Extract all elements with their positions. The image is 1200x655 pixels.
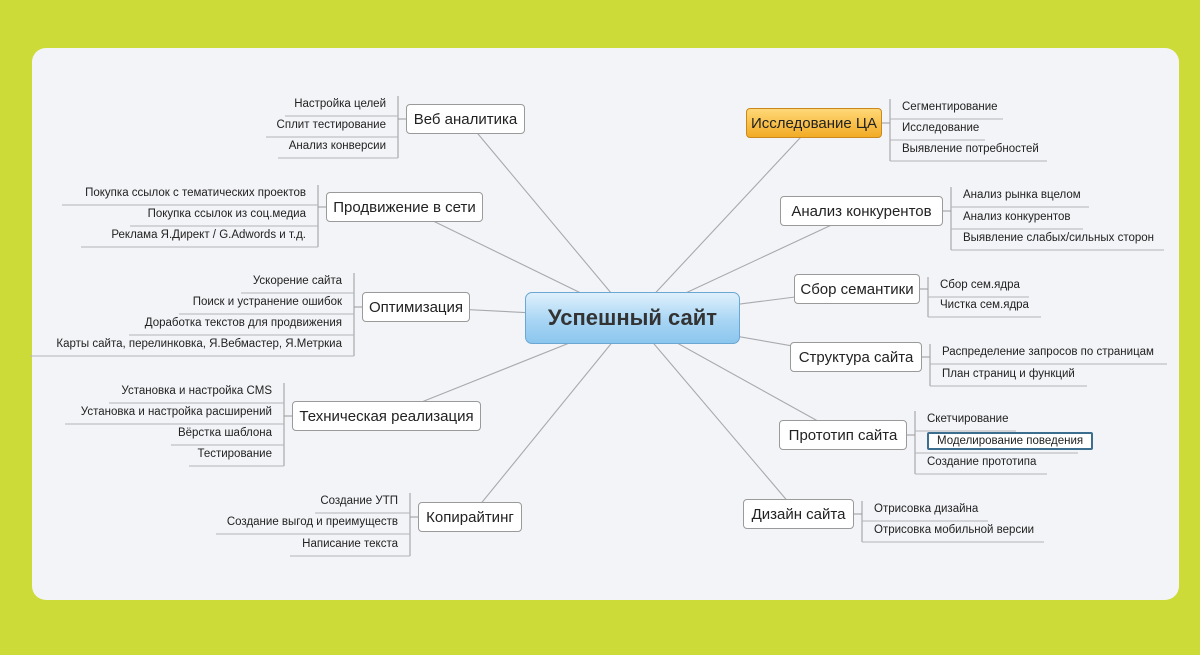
topic-tech[interactable]: Техническая реализация: [292, 401, 481, 431]
topic-opt[interactable]: Оптимизация: [362, 292, 470, 322]
subtopic-copy-1[interactable]: Создание УТП: [320, 495, 398, 507]
edge-research: [631, 122, 815, 319]
edge-copy: [469, 317, 633, 518]
subtopic-copy-2[interactable]: Создание выгод и преимуществ: [226, 516, 398, 528]
subtopic-comp-3[interactable]: Выявление слабых/сильных сторон: [963, 232, 1154, 244]
subtopic-comp-2[interactable]: Анализ конкурентов: [963, 211, 1071, 223]
subtopic-tech-1[interactable]: Установка и настройка CMS: [121, 385, 272, 397]
topic-comp[interactable]: Анализ конкурентов: [780, 196, 943, 226]
subtopic-proto-3[interactable]: Создание прототипа: [927, 456, 1037, 468]
central-topic[interactable]: Успешный сайт: [525, 292, 740, 344]
subtopic-proto-1[interactable]: Скетчирование: [927, 413, 1009, 425]
subtopic-opt-1[interactable]: Ускорение сайта: [252, 275, 342, 287]
topic-research[interactable]: Исследование ЦА: [746, 108, 882, 138]
topic-web[interactable]: Веб аналитика: [406, 104, 525, 134]
subtopic-research-3[interactable]: Выявление потребностей: [902, 143, 1039, 155]
subtopic-promo-1[interactable]: Покупка ссылок с тематических проектов: [85, 187, 306, 199]
subtopic-web-3[interactable]: Анализ конверсии: [288, 140, 386, 152]
topic-copy[interactable]: Копирайтинг: [418, 502, 522, 532]
subtopic-comp-1[interactable]: Анализ рынка вцелом: [963, 189, 1081, 201]
edge-web: [465, 118, 633, 319]
subtopic-tech-3[interactable]: Вёрстка шаблона: [177, 427, 272, 439]
topic-promo[interactable]: Продвижение в сети: [326, 192, 483, 222]
subtopic-struct-2[interactable]: План страниц и функций: [942, 368, 1075, 380]
edge-design: [631, 317, 799, 515]
subtopic-promo-3[interactable]: Реклама Я.Директ / G.Adwords и т.д.: [111, 229, 306, 241]
topic-sem[interactable]: Сбор семантики: [794, 274, 920, 304]
subtopic-opt-3[interactable]: Доработка текстов для продвижения: [144, 317, 342, 329]
subtopic-tech-2[interactable]: Установка и настройка расширений: [80, 406, 272, 418]
topic-proto[interactable]: Прототип сайта: [779, 420, 907, 450]
subtopic-research-1[interactable]: Сегментирование: [902, 101, 998, 113]
topic-design[interactable]: Дизайн сайта: [743, 499, 854, 529]
subtopic-design-2[interactable]: Отрисовка мобильной версии: [874, 524, 1035, 536]
subtopic-web-2[interactable]: Сплит тестирование: [276, 119, 386, 131]
subtopic-sem-1[interactable]: Сбор сем.ядра: [940, 279, 1020, 291]
subtopic-struct-1[interactable]: Распределение запросов по страницам: [942, 346, 1154, 358]
subtopic-research-2[interactable]: Исследование: [902, 122, 980, 134]
subtopic-promo-2[interactable]: Покупка ссылок из соц.медиа: [147, 208, 306, 220]
subtopic-opt-4[interactable]: Карты сайта, перелинковка, Я.Вебмастер, …: [56, 338, 342, 350]
subtopic-copy-3[interactable]: Написание текста: [302, 538, 398, 550]
subtopic-proto-2[interactable]: Моделирование поведения: [927, 432, 1094, 450]
subtopic-design-1[interactable]: Отрисовка дизайна: [874, 503, 979, 515]
subtopic-sem-2[interactable]: Чистка сем.ядра: [940, 299, 1029, 311]
topic-struct[interactable]: Структура сайта: [790, 342, 922, 372]
subtopic-web-1[interactable]: Настройка целей: [294, 98, 386, 110]
subtopic-opt-2[interactable]: Поиск и устранение ошибок: [192, 296, 342, 308]
subtopic-tech-4[interactable]: Тестирование: [197, 448, 272, 460]
